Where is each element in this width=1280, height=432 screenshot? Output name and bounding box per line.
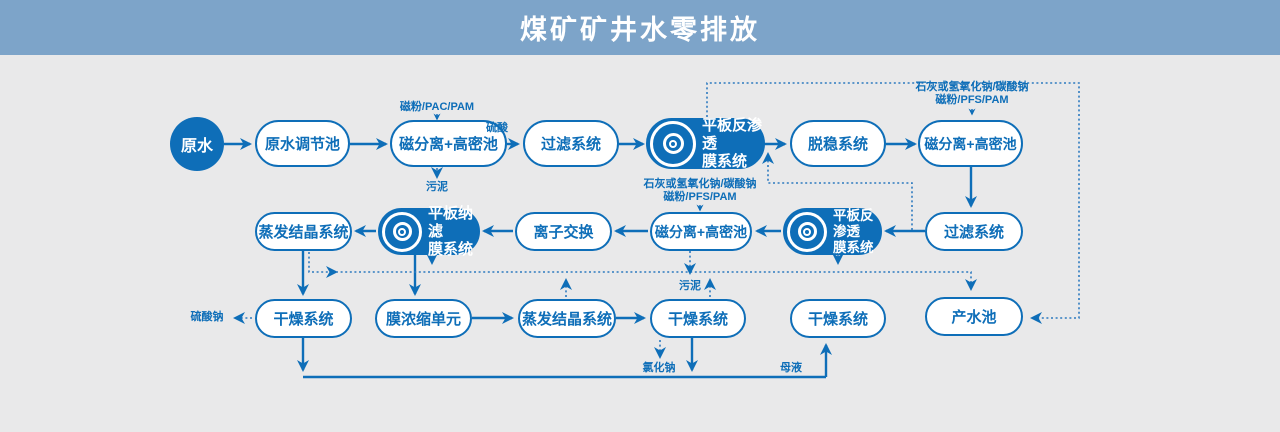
membrane-ring-icon bbox=[392, 222, 412, 241]
node-product-water-pool: 产水池 bbox=[925, 297, 1023, 336]
label-mother-liquor: 母液 bbox=[780, 362, 802, 374]
node-membrane-concentration-unit: 膜浓缩单元 bbox=[375, 299, 472, 338]
membrane-disc-icon bbox=[787, 211, 827, 252]
node-magnetic-separation-1: 磁分离+高密池 bbox=[390, 120, 507, 167]
solid-flow-connectors bbox=[224, 138, 977, 379]
node-magnetic-separation-3: 磁分离+高密池 bbox=[650, 212, 752, 251]
node-raw-water-regulating-pool: 原水调节池 bbox=[255, 120, 350, 167]
page-title: 煤矿矿井水零排放 bbox=[520, 15, 760, 45]
title-banner: 煤矿矿井水零排放 bbox=[0, 0, 1280, 55]
membrane-ring-icon bbox=[797, 222, 817, 241]
node-destabilization-system: 脱稳系统 bbox=[790, 120, 886, 167]
condensate-line-start bbox=[308, 252, 338, 278]
label-sludge-2: 污泥 bbox=[679, 280, 701, 292]
node-filtration-2: 过滤系统 bbox=[925, 212, 1023, 251]
label-sodium-chloride: 氯化钠 bbox=[642, 362, 676, 374]
label-sulfuric-acid: 硫酸 bbox=[486, 122, 508, 134]
membrane-ring-icon bbox=[662, 133, 684, 154]
node-drying-system-1: 干燥系统 bbox=[255, 299, 352, 338]
bypass-to-destab bbox=[762, 152, 913, 230]
node-drying-system-3: 干燥系统 bbox=[790, 299, 886, 338]
node-evaporation-crystallization-2: 蒸发结晶系统 bbox=[518, 299, 616, 338]
node-ion-exchange: 离子交换 bbox=[515, 212, 612, 251]
node-filtration-1: 过滤系统 bbox=[523, 120, 619, 167]
condensate-line-main bbox=[336, 271, 977, 291]
membrane-disc-icon bbox=[650, 120, 696, 167]
label-dosing-magpowder-pac: 磁粉/PAC/PAM bbox=[399, 101, 475, 113]
label-dosing-lime-2: 石灰或氢氧化钠/碳酸钠 磁粉/PFS/PAM bbox=[643, 178, 757, 203]
ro1-permeate-loop bbox=[706, 82, 1080, 324]
dotted-flow-connectors bbox=[233, 82, 1080, 359]
label-dosing-lime-1: 石灰或氢氧化钠/碳酸钠 磁粉/PFS/PAM bbox=[915, 81, 1029, 106]
membrane-disc-icon bbox=[382, 211, 422, 252]
node-magnetic-separation-2: 磁分离+高密池 bbox=[918, 120, 1023, 167]
node-evaporation-crystallization-1: 蒸发结晶系统 bbox=[255, 212, 352, 251]
node-ro-membrane-1: 平板反渗透 膜系统 bbox=[646, 117, 765, 170]
node-nf-membrane: 平板纳滤 膜系统 bbox=[378, 205, 480, 258]
node-raw-water: 原水 bbox=[170, 117, 224, 171]
node-drying-system-2: 干燥系统 bbox=[650, 299, 746, 338]
label-sludge-1: 污泥 bbox=[426, 181, 448, 193]
label-sodium-sulfate: 硫酸钠 bbox=[190, 311, 224, 323]
node-ro-membrane-2: 平板反渗透 膜系统 bbox=[783, 208, 882, 255]
